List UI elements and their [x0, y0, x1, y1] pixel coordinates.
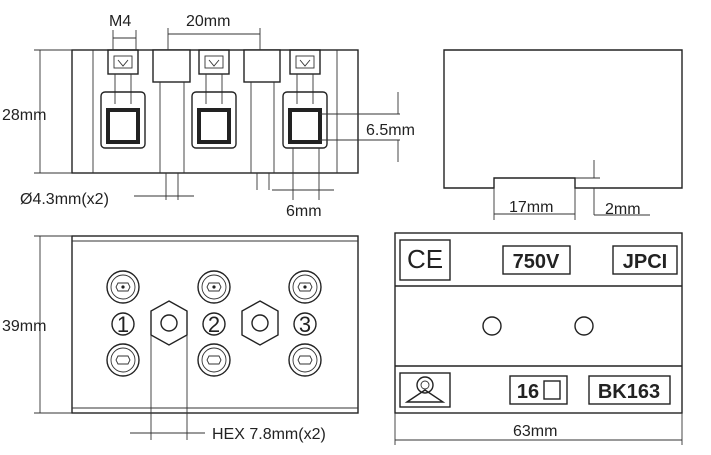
ce-mark-icon: [399, 239, 451, 281]
dim-m4: M4: [109, 13, 131, 30]
front-terminal-1: [100, 49, 146, 149]
current-label: 16: [517, 381, 539, 403]
hex-nut-1: [150, 300, 188, 346]
dim-notch-2: 2mm: [605, 201, 641, 218]
square-icon: [543, 380, 561, 400]
screw-3-top: [288, 270, 322, 304]
dim-height-28: 28mm: [2, 107, 46, 124]
screw-1-bottom: [106, 343, 140, 377]
screw-1-top: [106, 270, 140, 304]
hex-nut-2: [241, 300, 279, 346]
terminal-number-1: 1: [117, 312, 129, 337]
dim-hole: Ø4.3mm(x2): [20, 191, 109, 208]
screw-2-top: [197, 270, 231, 304]
terminal-number-2: 2: [208, 312, 220, 337]
model-label: BK163: [598, 381, 660, 403]
dim-width-63: 63mm: [513, 423, 557, 440]
terminal-number-3: 3: [299, 312, 311, 337]
front-view: M4 20mm 28mm 6.5mm Ø4.3mm(x2) 6mm: [2, 13, 415, 220]
screw-2-bottom: [197, 343, 231, 377]
screw-3-bottom: [288, 343, 322, 377]
top-view: 1 2 3 HEX 7.8mm(x2) 39mm: [2, 235, 359, 443]
dim-notch-17: 17mm: [509, 199, 553, 216]
dim-pitch: 20mm: [186, 13, 230, 30]
dim-width-6: 6mm: [286, 203, 322, 220]
brand-label: JPCI: [623, 251, 667, 273]
ce-mark-text: CE: [407, 244, 443, 274]
mounting-hole-2: [574, 316, 594, 336]
mounting-hole-1: [482, 316, 502, 336]
dim-height-39: 39mm: [2, 318, 46, 335]
front-terminal-3: [282, 49, 328, 149]
voltage-label: 750V: [513, 251, 560, 273]
dim-hex: HEX 7.8mm(x2): [212, 426, 326, 443]
dim-slot-65: 6.5mm: [366, 122, 415, 139]
side-view: 17mm 2mm: [443, 49, 683, 220]
certification-logo-icon: [399, 372, 451, 408]
label-view: CE 750V JPCI 16 BK163 63mm: [394, 232, 683, 445]
front-terminal-2: [191, 49, 237, 149]
